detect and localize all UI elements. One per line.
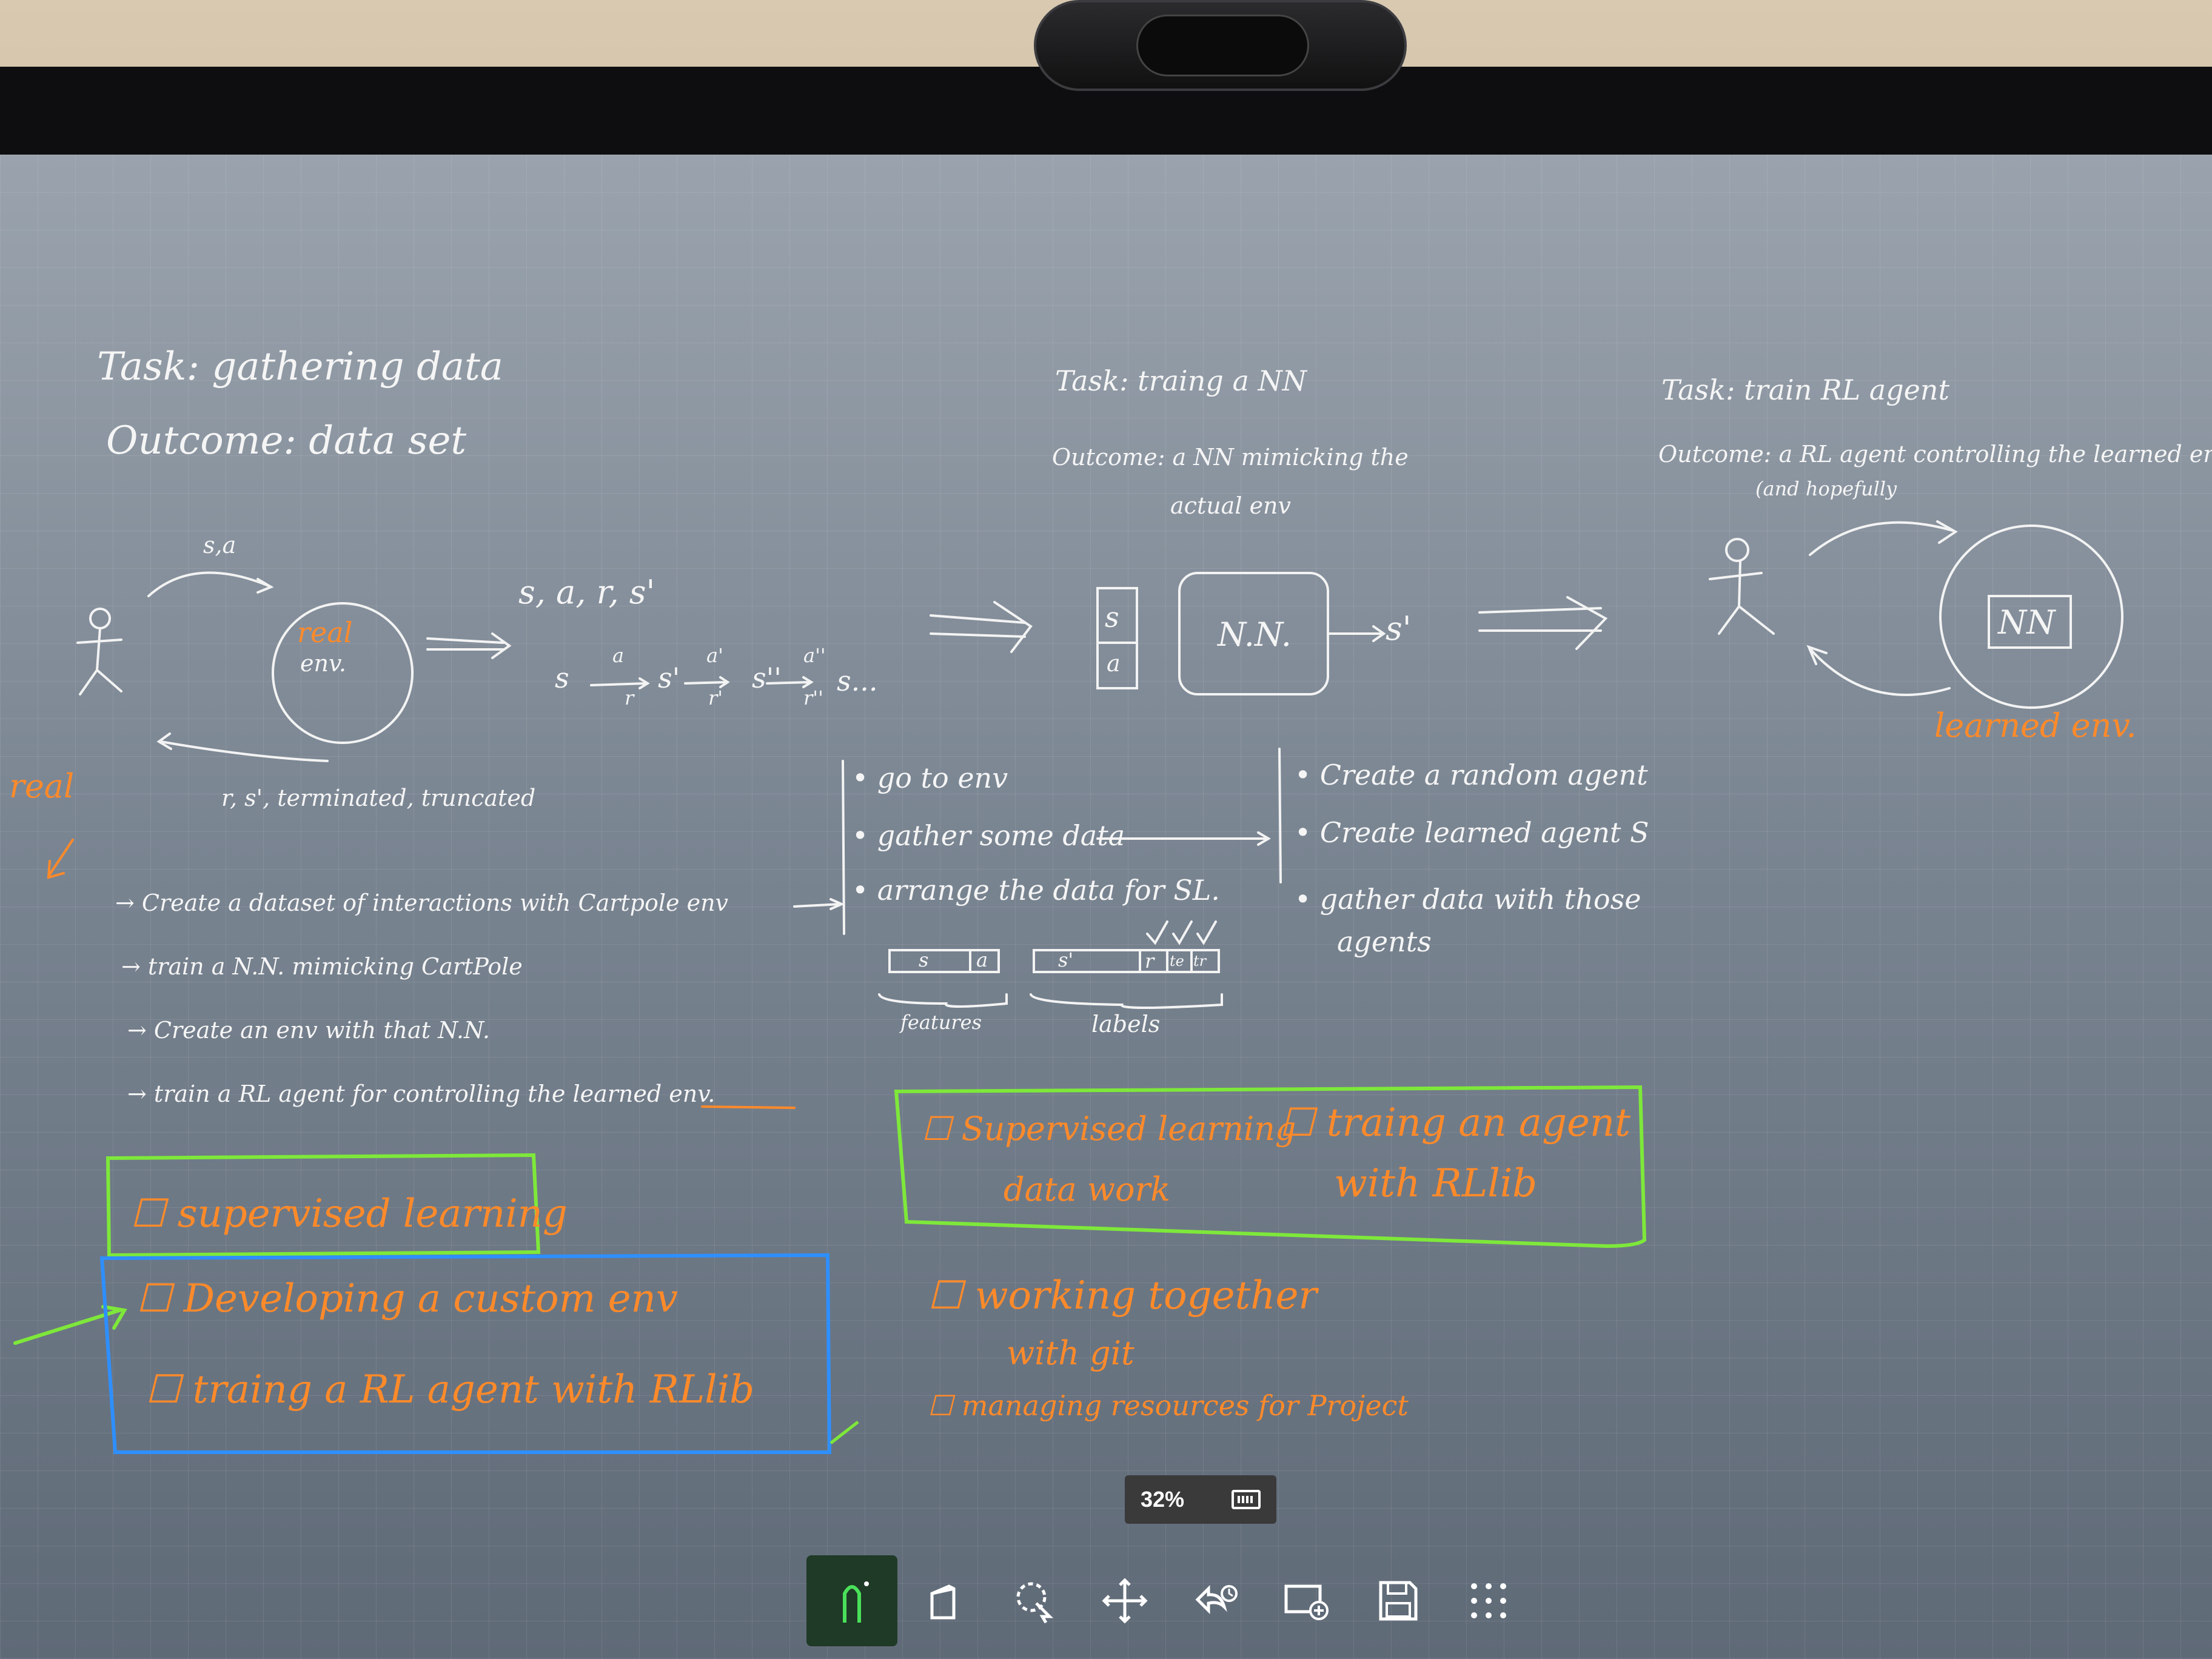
chain-a2: a': [706, 644, 723, 667]
task3-outcome-line2: (and hopefully: [1755, 477, 1897, 500]
chain-r3: r'': [803, 686, 823, 709]
pen-tool-button[interactable]: [806, 1555, 897, 1646]
right-item-1: • Create a random agent: [1295, 759, 1648, 791]
learned-env-label: learned env.: [1934, 706, 2137, 745]
check-train-agent-rllib-line2: with RLlib: [1334, 1161, 1538, 1206]
more-tool-button[interactable]: [1443, 1555, 1534, 1646]
task2-title: Task: traing a NN: [1055, 364, 1307, 397]
bottom-toolbar: [806, 1555, 1613, 1646]
task2-outcome-line2: actual env: [1170, 492, 1291, 519]
eraser-tool-button[interactable]: [897, 1555, 988, 1646]
fit-screen-icon[interactable]: [1232, 1490, 1261, 1509]
chain-s2: s'': [752, 662, 782, 694]
add-page-icon: [1284, 1584, 1329, 1620]
row-r: r: [1145, 950, 1155, 973]
real-env-label: real: [297, 616, 353, 649]
feedback-label: r, s', terminated, truncated: [221, 785, 536, 811]
save-icon: [1379, 1581, 1418, 1621]
zoom-value: 32%: [1141, 1487, 1185, 1512]
nn-box-label: N.N.: [1218, 615, 1292, 654]
undo-icon: [1195, 1584, 1238, 1615]
save-tool-button[interactable]: [1352, 1555, 1443, 1646]
task3-outcome: Outcome: a RL agent controlling the lear…: [1658, 441, 2212, 468]
check-working-together[interactable]: ☐ working together: [928, 1273, 1317, 1318]
real-env-label-2: env.: [300, 650, 346, 677]
row-sprime: s': [1058, 948, 1074, 971]
check-train-agent-rllib[interactable]: ☐ traing an agent: [1279, 1101, 1631, 1145]
whiteboard-canvas[interactable]: Task: gathering data Outcome: data set T…: [0, 155, 2212, 1659]
pen-icon: [843, 1581, 869, 1623]
check-supervised-data-work[interactable]: ☐ Supervised learning: [922, 1110, 1296, 1148]
move-tool-button[interactable]: [1079, 1555, 1170, 1646]
more-grid-icon: [1471, 1583, 1506, 1618]
check-managing-resources[interactable]: ☐ managing resources for Project: [928, 1389, 1409, 1422]
check-working-together-line2: with git: [1007, 1334, 1134, 1372]
check-developing-custom-env[interactable]: ☐ Developing a custom env: [136, 1276, 678, 1321]
middle-item-3: • arrange the data for SL.: [852, 874, 1220, 907]
webcam-lens: [1136, 15, 1309, 76]
nn-input-a: a: [1107, 650, 1121, 677]
chain-end: s...: [837, 665, 878, 697]
sa-label: s,a: [203, 532, 236, 558]
webcam: [1034, 0, 1407, 91]
step-1: → Create a dataset of interactions with …: [115, 890, 729, 916]
task1-outcome: Outcome: data set: [106, 418, 467, 463]
middle-item-1: • go to env: [852, 762, 1008, 794]
task3-title: Task: train RL agent: [1661, 374, 1950, 406]
row-tr: tr: [1193, 953, 1207, 970]
chain-r2: r': [708, 686, 723, 709]
chain-s1: s': [658, 662, 680, 694]
real-label: real: [9, 767, 75, 805]
chain-s: s: [555, 662, 569, 694]
chain-r1: r: [625, 686, 634, 709]
nn-input-s: s: [1105, 601, 1119, 634]
lasso-select-icon: [1016, 1582, 1054, 1624]
move-icon: [1102, 1578, 1148, 1624]
step-4: → train a RL agent for controlling the l…: [127, 1081, 716, 1107]
right-item-4: agents: [1337, 925, 1432, 958]
step-2: → train a N.N. mimicking CartPole: [121, 953, 523, 980]
chain-a1: a: [612, 644, 625, 667]
undo-tool-button[interactable]: [1170, 1555, 1261, 1646]
chain-a3: a'': [803, 644, 826, 667]
eraser-icon: [930, 1584, 956, 1620]
zoom-indicator[interactable]: 32%: [1125, 1475, 1276, 1524]
nn-env-label: NN: [1998, 603, 2056, 642]
check-supervised-data-work-line2: data work: [1004, 1170, 1171, 1208]
nn-output-sprime: s': [1386, 609, 1412, 648]
features-label: features: [900, 1011, 982, 1034]
add-page-tool-button[interactable]: [1261, 1555, 1352, 1646]
check-training-rl-agent[interactable]: ☐ traing a RL agent with RLlib: [146, 1367, 755, 1412]
row-s: s: [919, 948, 929, 971]
right-item-2: • Create learned agent S: [1295, 816, 1649, 849]
middle-item-2: • gather some data: [852, 819, 1125, 852]
step-3: → Create an env with that N.N.: [127, 1017, 490, 1044]
lasso-tool-button[interactable]: [988, 1555, 1079, 1646]
task1-title: Task: gathering data: [97, 344, 503, 389]
right-item-3: • gather data with those: [1295, 883, 1641, 916]
tuple-label: s, a, r, s': [518, 573, 655, 611]
row-a: a: [976, 948, 988, 971]
task2-outcome: Outcome: a NN mimicking the: [1052, 444, 1409, 471]
check-supervised-learning[interactable]: ☐ supervised learning: [130, 1191, 568, 1236]
labels-label: labels: [1091, 1011, 1161, 1037]
row-te: te: [1170, 953, 1184, 970]
